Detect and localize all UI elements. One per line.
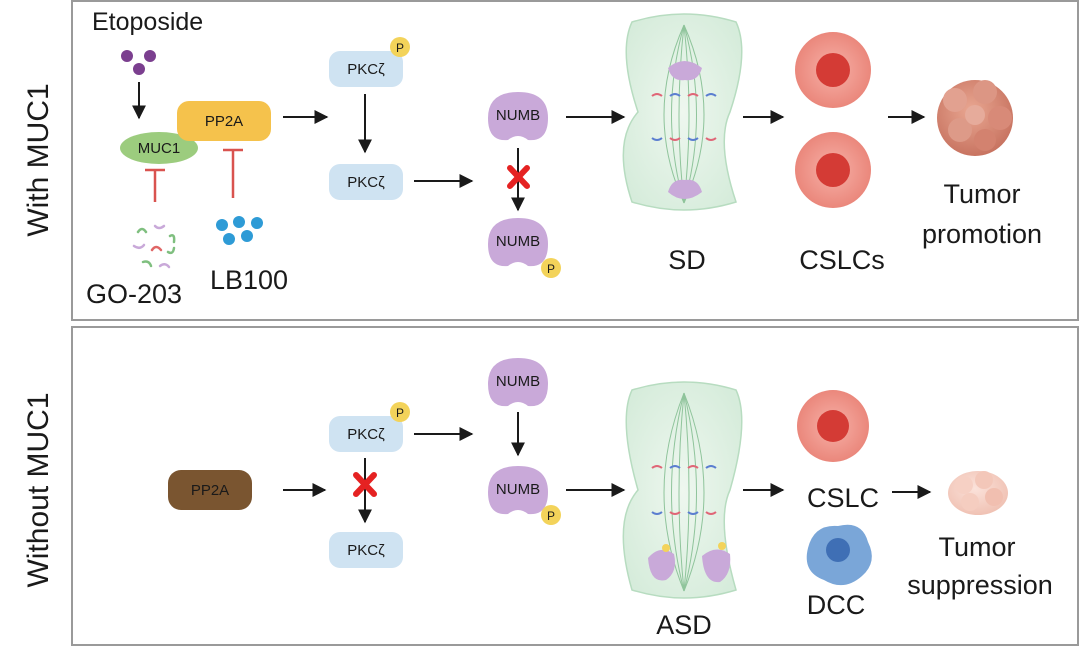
symmetric-division-cell (622, 13, 743, 211)
muc1-node (120, 132, 198, 164)
pp2a-top-label: PP2A (205, 113, 243, 130)
tumor-suppression-icon (948, 471, 1008, 515)
pkc-bottom-label: PKCζ (347, 542, 385, 559)
cslc-cell-2 (795, 132, 871, 208)
pkc-p-top-label: PKCζ (347, 61, 385, 78)
blocked-cross-icon (507, 165, 530, 189)
numb-bottom-label: NUMB (496, 373, 540, 390)
numb-bottom-node (488, 358, 548, 407)
dcc-label: DCC (807, 590, 866, 620)
pp2a-top-node (177, 101, 271, 141)
blocked-cross-icon (353, 472, 377, 497)
numb-top-node (488, 92, 548, 141)
pp2a-bottom-node (168, 470, 252, 510)
numb-p-top-node (488, 218, 548, 267)
pkc-p-bottom-node (329, 416, 403, 452)
sd-label: SD (668, 245, 706, 275)
etoposide-label: Etoposide (92, 8, 203, 36)
tumor-promotion-label-1: Tumor (943, 179, 1020, 209)
pkc-p-top-node (329, 51, 403, 87)
bottom-panel (71, 326, 1079, 646)
pkc-p-bottom-label: PKCζ (347, 426, 385, 443)
pp2a-bottom-label: PP2A (191, 482, 229, 499)
pkc-bottom-node (329, 532, 403, 568)
tumor-suppression-label-1: Tumor (938, 532, 1015, 562)
phospho-badge-label: P (396, 41, 404, 55)
top-panel (71, 0, 1079, 321)
phospho-badge-label: P (547, 262, 555, 276)
asd-label: ASD (656, 610, 712, 640)
tumor-suppression-label-2: suppression (907, 570, 1053, 600)
cslcs-label: CSLCs (799, 245, 885, 275)
phospho-badge (541, 505, 561, 525)
tumor-promotion-label-2: promotion (922, 219, 1042, 249)
phospho-badge-label: P (396, 406, 404, 420)
go203-label: GO-203 (86, 279, 182, 309)
phospho-badge (390, 402, 410, 422)
numb-p-bottom-label: NUMB (496, 481, 540, 498)
cslc-cell-1 (795, 32, 871, 108)
asymmetric-division-cell (622, 381, 743, 599)
dcc-cell (806, 524, 872, 586)
lb100-molecules-icon (216, 216, 263, 245)
phospho-badge-label: P (547, 509, 555, 523)
cslc-cell-bottom (797, 390, 869, 462)
without-muc1-label: Without MUC1 (22, 392, 55, 587)
pkc-top-node (329, 164, 403, 200)
phospho-badge (541, 258, 561, 278)
muc1-label: MUC1 (138, 140, 181, 157)
with-muc1-label: With MUC1 (22, 83, 55, 236)
tumor-promotion-icon (937, 80, 1013, 156)
lb100-label: LB100 (210, 265, 288, 295)
numb-p-bottom-node (488, 466, 548, 515)
pkc-top-label: PKCζ (347, 174, 385, 191)
cslc-label: CSLC (807, 483, 879, 513)
etoposide-dots (121, 50, 156, 75)
go203-peptides-icon (132, 224, 176, 269)
numb-top-label: NUMB (496, 107, 540, 124)
numb-p-top-label: NUMB (496, 233, 540, 250)
phospho-badge (390, 37, 410, 57)
